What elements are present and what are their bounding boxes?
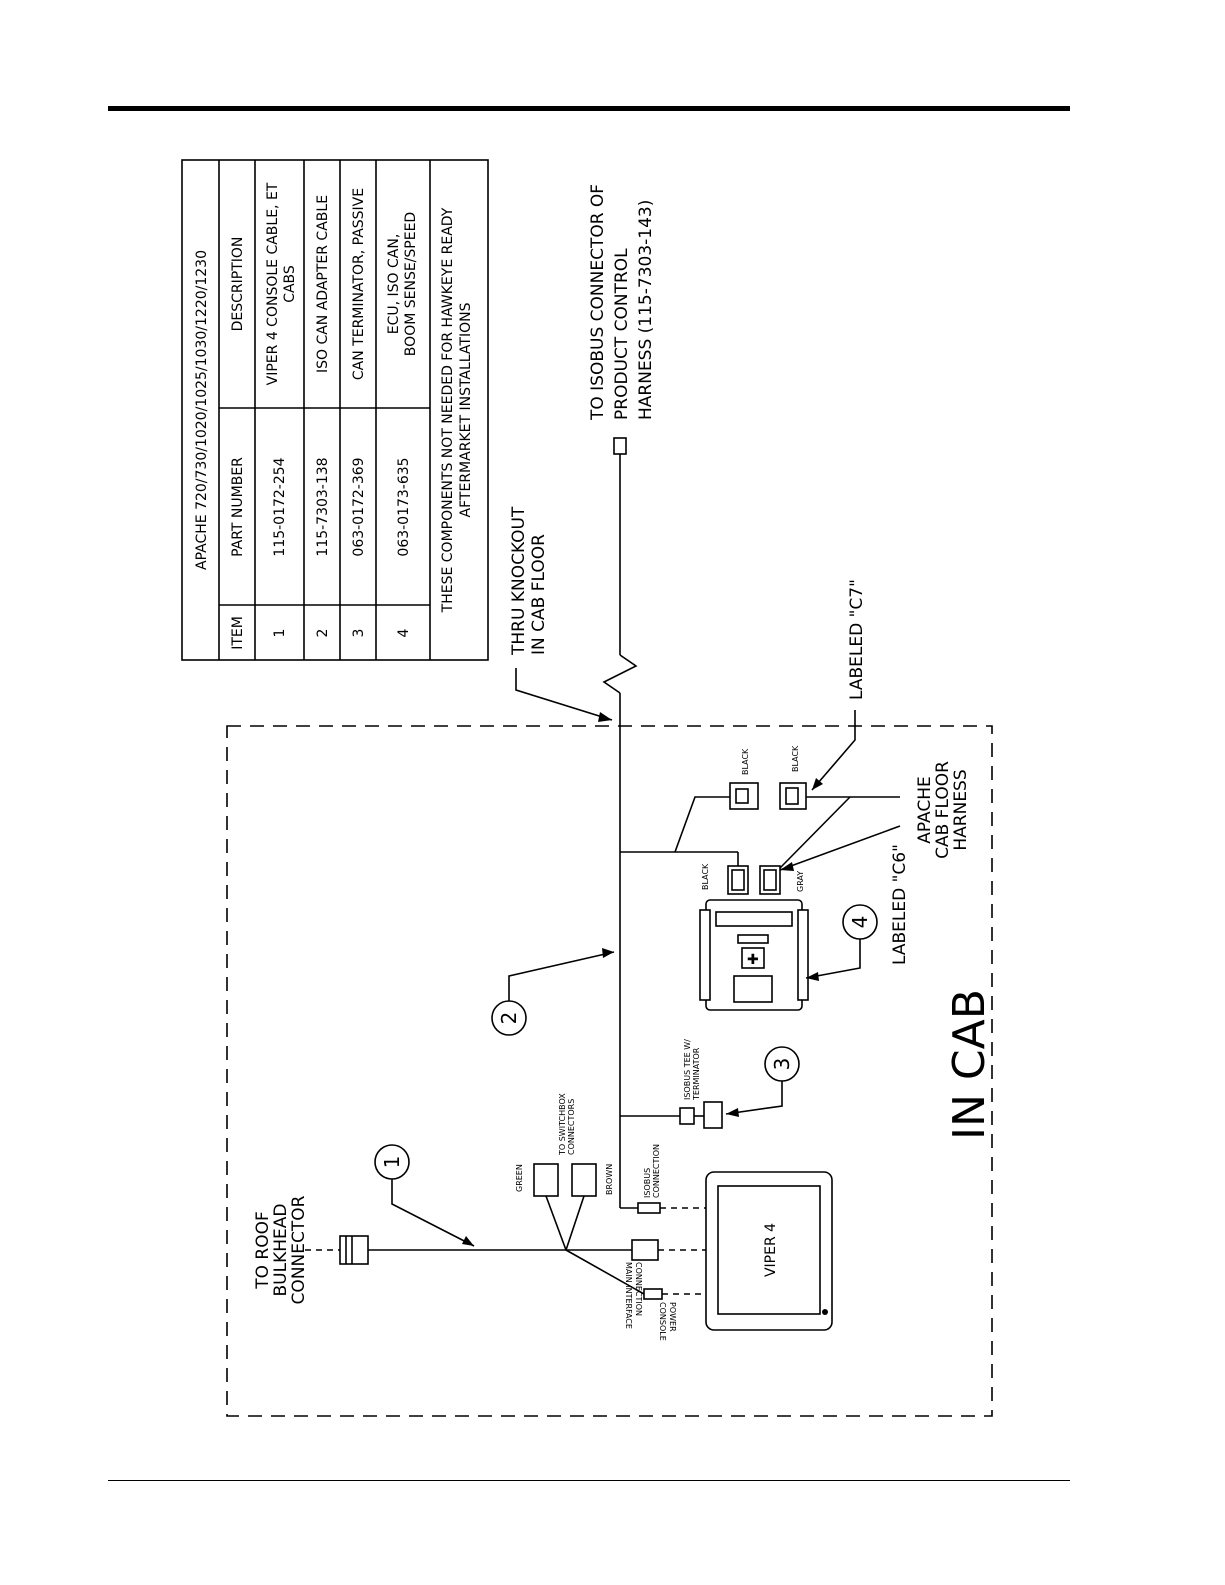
row4-desc-2: BOOM SENSE/SPEED [403, 212, 419, 356]
row4-item: 4 [396, 628, 412, 637]
row2-part: 115-7303-138 [315, 457, 331, 556]
switchbox-label: TO SWITCHBOX CONNECTORS GREEN BROWN [515, 1093, 614, 1195]
header-part-number: PART NUMBER [230, 457, 246, 557]
svg-text:1: 1 [380, 1156, 404, 1169]
in-cab-boundary [226, 725, 993, 1417]
black-connectors: BLACK BLACK [729, 745, 807, 810]
cab-floor-harness-leaders [779, 796, 901, 871]
labeled-c6: LABELED "C6" [890, 844, 910, 965]
header-description: DESCRIPTION [230, 237, 246, 332]
svg-text:CONNECTORS: CONNECTORS [567, 1099, 576, 1155]
row3-desc: CAN TERMINATOR, PASSIVE [351, 188, 367, 380]
row2-item: 2 [315, 629, 331, 638]
label-brown: BROWN [605, 1164, 614, 1195]
table-note: THESE COMPONENTS NOT NEEDED FOR HAWKEYE … [440, 207, 456, 613]
label-gray-ecu: GRAY [796, 871, 805, 892]
svg-text:CONSOLE: CONSOLE [658, 1302, 667, 1341]
header-rule [108, 106, 1070, 111]
svg-text:PRODUCT CONTROL: PRODUCT CONTROL [612, 248, 632, 420]
svg-text:APACHE: APACHE [915, 776, 935, 844]
can-trunk [515, 437, 739, 1209]
parts-table: APACHE 720/730/1020/1025/1030/1220/1230 … [181, 159, 489, 661]
svg-text:IN CAB FLOOR: IN CAB FLOOR [529, 534, 549, 655]
footer-rule [108, 1480, 1070, 1481]
row3-part: 063-0172-369 [351, 457, 367, 556]
isobus-plug [613, 437, 627, 455]
row4-part: 063-0173-635 [396, 457, 412, 556]
header-item: ITEM [230, 616, 246, 650]
svg-text:3: 3 [770, 1058, 794, 1071]
isobus-connection-label: ISOBUS CONNECTION [643, 1144, 661, 1198]
knockout-label: THRU KNOCKOUT IN CAB FLOOR [509, 506, 549, 656]
console-cable [305, 1163, 706, 1300]
row1-desc: VIPER 4 CONSOLE CABLE, ET [265, 182, 281, 385]
isobus-connection-plug [637, 1202, 706, 1214]
ecu-module: ✚ [699, 899, 809, 1011]
viper4-console: VIPER 4 [705, 1171, 833, 1331]
console-power-label: CONSOLE POWER [658, 1302, 677, 1341]
main-interface-label: MAIN INTERFACE CONNECTION [624, 1262, 643, 1329]
svg-text:CONNECTOR: CONNECTOR [289, 1195, 309, 1304]
isobus-tee-terminator [679, 1101, 723, 1129]
in-cab-label: IN CAB [944, 989, 995, 1140]
row3-item: 3 [351, 629, 367, 638]
svg-text:HARNESS: HARNESS [951, 769, 971, 850]
svg-text:ISOBUS: ISOBUS [643, 1168, 652, 1198]
svg-text:TO ROOF: TO ROOF [253, 1211, 273, 1290]
svg-text:CAB FLOOR: CAB FLOOR [933, 761, 953, 859]
svg-text:✚: ✚ [747, 952, 759, 968]
isobus-tee-label: ISOBUS TEE W/ TERMINATOR [683, 1039, 701, 1101]
row2-desc: ISO CAN ADAPTER CABLE [315, 195, 331, 373]
label-black-1: BLACK [741, 748, 750, 775]
svg-text:TO SWITCHBOX: TO SWITCHBOX [558, 1093, 567, 1156]
svg-text:4: 4 [848, 916, 872, 929]
svg-text:TERMINATOR: TERMINATOR [692, 1047, 701, 1101]
svg-text:TO ISOBUS CONNECTOR OF: TO ISOBUS CONNECTOR OF [588, 184, 608, 421]
roof-bulkhead-label: TO ROOF BULKHEAD CONNECTOR [253, 1195, 309, 1304]
svg-text:BULKHEAD: BULKHEAD [271, 1204, 291, 1297]
label-black-2: BLACK [791, 745, 800, 772]
label-black-ecu: BLACK [701, 863, 710, 890]
isobus-connector-label: TO ISOBUS CONNECTOR OF PRODUCT CONTROL H… [588, 184, 656, 421]
table-title: APACHE 720/730/1020/1025/1030/1220/1230 [194, 250, 210, 570]
svg-text:MAIN INTERFACE: MAIN INTERFACE [624, 1262, 633, 1329]
svg-text:HARNESS (115-7303-143): HARNESS (115-7303-143) [636, 200, 656, 420]
ecu-connectors: BLACK GRAY [701, 863, 805, 895]
labeled-c7: LABELED "C7" [847, 579, 867, 700]
svg-text:ISOBUS TEE W/: ISOBUS TEE W/ [683, 1039, 692, 1100]
row1-desc-2: CABS [282, 265, 298, 303]
table-note-2: AFTERMARKET INSTALLATIONS [458, 302, 474, 517]
svg-text:CONNECTION: CONNECTION [652, 1144, 661, 1198]
cab-floor-harness-label: APACHE CAB FLOOR HARNESS [915, 761, 971, 859]
svg-text:THRU KNOCKOUT: THRU KNOCKOUT [509, 506, 529, 656]
svg-text:POWER: POWER [668, 1302, 677, 1332]
row1-item: 1 [272, 629, 288, 638]
svg-text:2: 2 [497, 1012, 521, 1025]
svg-text:CONNECTION: CONNECTION [634, 1262, 643, 1316]
row4-desc: ECU, ISO CAN, [386, 234, 402, 335]
row1-part: 115-0172-254 [272, 457, 288, 556]
viper4-label: VIPER 4 [763, 1223, 779, 1277]
label-green: GREEN [515, 1164, 524, 1192]
